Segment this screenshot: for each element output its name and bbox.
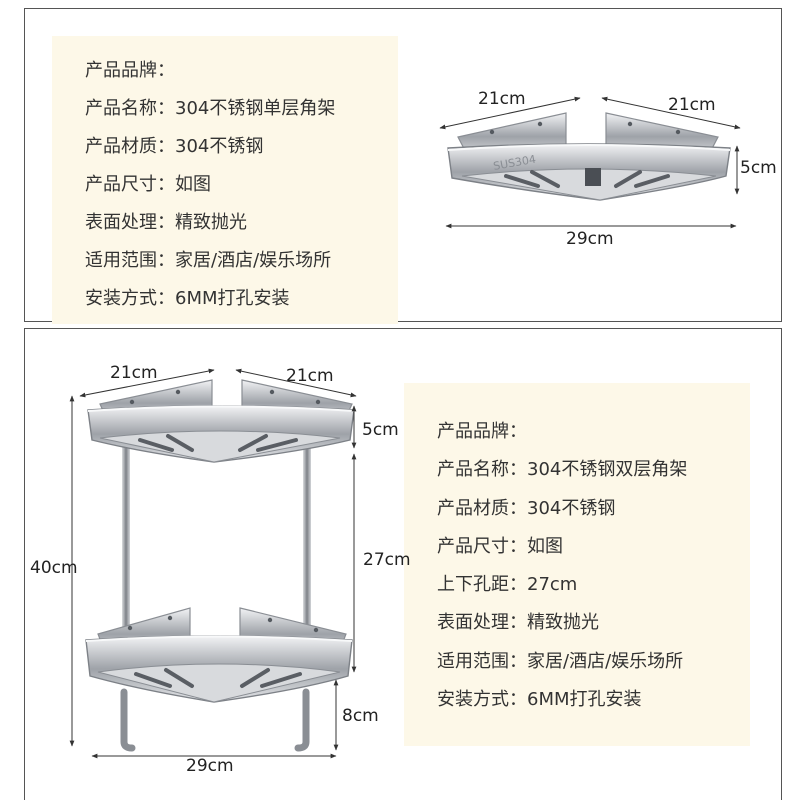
spec-row-hole-distance: 上下孔距：27cm <box>437 574 578 596</box>
spec-row-brand: 产品品牌： <box>437 421 527 442</box>
double-tier-leg-height-dimension: 8cm <box>342 706 379 726</box>
single-tier-dimension-lines <box>439 96 741 229</box>
spec-row-name: 产品名称：304不锈钢单层角架 <box>85 98 336 119</box>
double-tier-left-side-dimension: 21cm <box>110 363 158 383</box>
spec-row-usage: 适用范围：家居/酒店/娱乐场所 <box>437 650 684 672</box>
single-tier-shelf-image: SUS304 <box>447 112 731 201</box>
double-tier-hole-distance-dimension: 27cm <box>363 550 411 570</box>
spec-row-material: 产品材质：304不锈钢 <box>437 497 616 519</box>
double-tier-dimension-lines <box>69 368 357 759</box>
spec-row-size: 产品尺寸：如图 <box>85 174 211 195</box>
double-tier-width-dimension: 29cm <box>186 756 234 776</box>
double-tier-shelf-image <box>85 379 355 752</box>
spec-row-usage: 适用范围：家居/酒店/娱乐场所 <box>85 250 332 271</box>
spec-row-name: 产品名称：304不锈钢双层角架 <box>437 459 688 481</box>
single-tier-right-side-dimension: 21cm <box>668 95 716 115</box>
spec-row-finish: 表面处理：精致抛光 <box>85 212 247 233</box>
spec-row-install: 安装方式：6MM打孔安装 <box>437 689 642 711</box>
spec-row-material: 产品材质：304不锈钢 <box>85 136 264 157</box>
double-tier-spec-list: 产品品牌： 产品名称：304不锈钢双层角架 产品材质：304不锈钢 产品尺寸：如… <box>404 383 750 746</box>
spec-row-brand: 产品品牌： <box>85 60 175 81</box>
double-tier-tier-height-dimension: 5cm <box>362 420 399 440</box>
spec-row-finish: 表面处理：精致抛光 <box>437 612 599 634</box>
single-tier-width-dimension: 29cm <box>566 229 614 249</box>
single-tier-height-dimension: 5cm <box>740 158 777 178</box>
spec-row-install: 安装方式：6MM打孔安装 <box>85 288 290 309</box>
spec-row-size: 产品尺寸：如图 <box>437 535 563 557</box>
double-tier-right-side-dimension: 21cm <box>286 366 334 386</box>
double-tier-total-height-dimension: 40cm <box>30 558 78 578</box>
single-tier-left-side-dimension: 21cm <box>478 89 526 109</box>
single-tier-spec-list: 产品品牌： 产品名称：304不锈钢单层角架 产品材质：304不锈钢 产品尺寸：如… <box>52 36 398 324</box>
